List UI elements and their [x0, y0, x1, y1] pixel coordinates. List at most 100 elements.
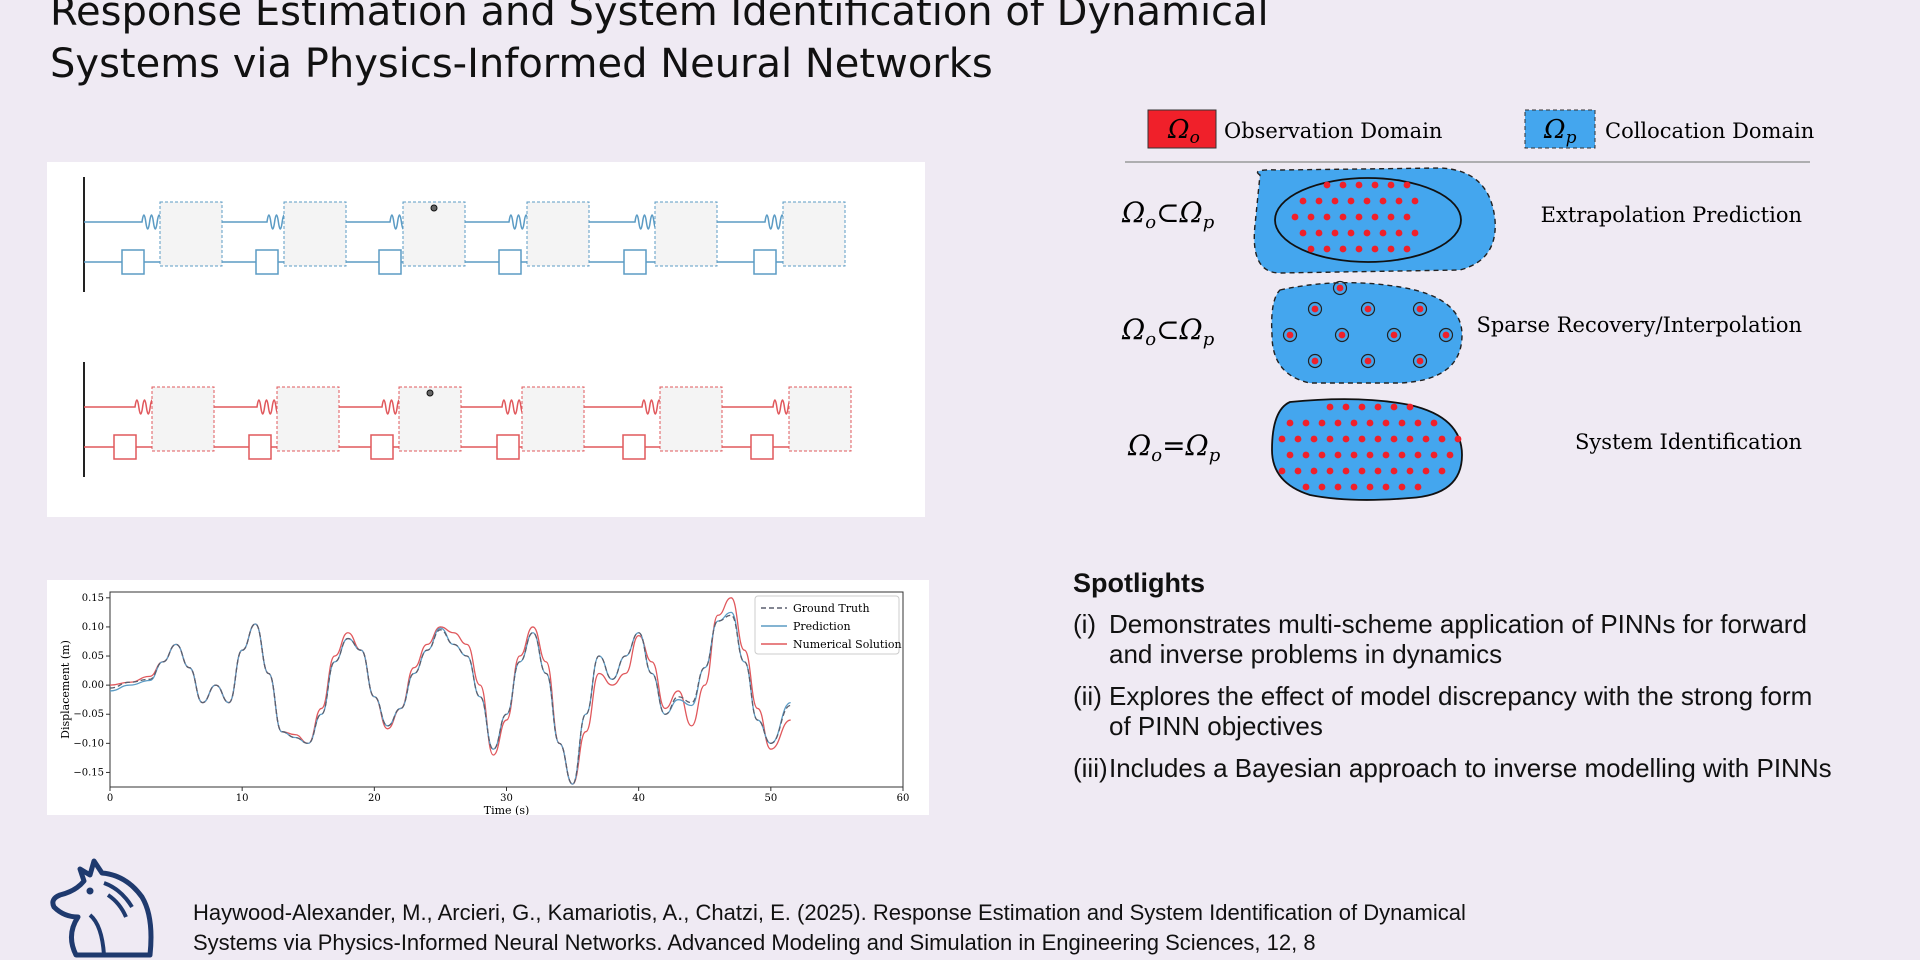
collocation-ring: [1412, 301, 1428, 317]
observation-point: [1326, 403, 1334, 411]
observation-point: [1291, 213, 1299, 221]
observation-point: [1403, 245, 1411, 253]
observation-domain-shape: [1274, 177, 1462, 263]
relation-formula: Ωo=Ωp: [1127, 429, 1221, 466]
x-tick-label: 0: [107, 793, 113, 804]
observation-point: [1323, 245, 1331, 253]
observation-point: [1358, 403, 1366, 411]
damper: [248, 434, 272, 460]
mass-block: [521, 386, 585, 452]
spotlights-heading: Spotlights: [1073, 568, 1205, 598]
damper: [750, 434, 774, 460]
x-axis-label: Time (s): [484, 804, 530, 815]
collocation-ring: [1334, 327, 1350, 343]
observation-point: [1331, 229, 1339, 237]
observation-point: [1382, 483, 1390, 491]
observation-point: [1299, 229, 1307, 237]
observation-point: [1318, 483, 1326, 491]
domain-shape: [1271, 398, 1463, 501]
observation-point: [1438, 467, 1446, 475]
spotlight-text: Demonstrates multi-scheme application of…: [1109, 609, 1807, 669]
observation-point: [1446, 451, 1454, 459]
damper: [378, 249, 402, 275]
mass-block: [151, 386, 215, 452]
observation-point: [1278, 467, 1286, 475]
observation-point: [1311, 357, 1319, 365]
mass-block: [398, 386, 462, 452]
observation-point: [1315, 229, 1323, 237]
spring-mass-chain: [83, 177, 846, 292]
damper: [753, 249, 777, 275]
observation-point: [1416, 357, 1424, 365]
observation-point: [1355, 181, 1363, 189]
collocation-ring: [1360, 353, 1376, 369]
observation-point: [1355, 245, 1363, 253]
chain-schematic: [83, 177, 852, 477]
observation-point: [1310, 467, 1318, 475]
spotlight-number: (ii): [1073, 681, 1102, 711]
observation-point: [1366, 451, 1374, 459]
observation-point: [1334, 451, 1342, 459]
mass-block: [283, 201, 347, 267]
observation-point: [1318, 419, 1326, 427]
observation-point: [1334, 483, 1342, 491]
observation-point: [1302, 483, 1310, 491]
observation-point: [1406, 435, 1414, 443]
mass-block: [782, 201, 846, 267]
damper: [622, 434, 646, 460]
observation-point: [1398, 451, 1406, 459]
observation-point: [1326, 435, 1334, 443]
observation-point: [1403, 181, 1411, 189]
observation-point: [1342, 435, 1350, 443]
observation-point: [1422, 467, 1430, 475]
mass-block: [159, 201, 223, 267]
observation-point: [1371, 245, 1379, 253]
observation-point: [1374, 467, 1382, 475]
collocation-ring: [1332, 280, 1348, 296]
collocation-label: Collocation Domain: [1605, 119, 1814, 143]
chain-schematic-panel: [47, 162, 925, 517]
observation-point: [1310, 435, 1318, 443]
scheme-label: System Identification: [1575, 430, 1802, 454]
damper: [623, 249, 647, 275]
observation-point: [1350, 419, 1358, 427]
y-tick-label: 0.15: [82, 593, 104, 604]
page-title: Response Estimation and System Identific…: [50, 0, 1350, 90]
observation-symbol: Ωo: [1167, 115, 1200, 148]
title-line-1: Response Estimation and System Identific…: [50, 0, 1269, 35]
legend-label: Numerical Solution: [793, 638, 902, 651]
observation-point: [1395, 229, 1403, 237]
observation-point: [1406, 467, 1414, 475]
observation-point: [1350, 451, 1358, 459]
observation-point: [1414, 483, 1422, 491]
observation-point: [1326, 467, 1334, 475]
collocation-ring: [1412, 353, 1428, 369]
observation-point: [1366, 419, 1374, 427]
observation-point: [1334, 419, 1342, 427]
scheme-label: Extrapolation Prediction: [1541, 203, 1802, 227]
observation-point: [1339, 213, 1347, 221]
observation-point: [1338, 331, 1346, 339]
observation-point: [1355, 213, 1363, 221]
observation-point: [1318, 451, 1326, 459]
plot-series: [109, 597, 791, 785]
reference-point: [426, 389, 434, 397]
spotlight-number: (iii): [1073, 753, 1108, 783]
observation-point: [1406, 403, 1414, 411]
observation-point: [1364, 357, 1372, 365]
observation-point: [1374, 403, 1382, 411]
observation-point: [1311, 305, 1319, 313]
observation-point: [1363, 197, 1371, 205]
observation-point: [1347, 197, 1355, 205]
x-tick-label: 10: [236, 793, 249, 804]
damper: [370, 434, 394, 460]
observation-point: [1395, 197, 1403, 205]
observation-point: [1315, 197, 1323, 205]
observation-point: [1331, 197, 1339, 205]
observation-point: [1414, 419, 1422, 427]
legend-box: [754, 595, 900, 655]
observation-point: [1398, 419, 1406, 427]
observation-point: [1416, 305, 1424, 313]
spring-mass-chain: [83, 362, 852, 477]
